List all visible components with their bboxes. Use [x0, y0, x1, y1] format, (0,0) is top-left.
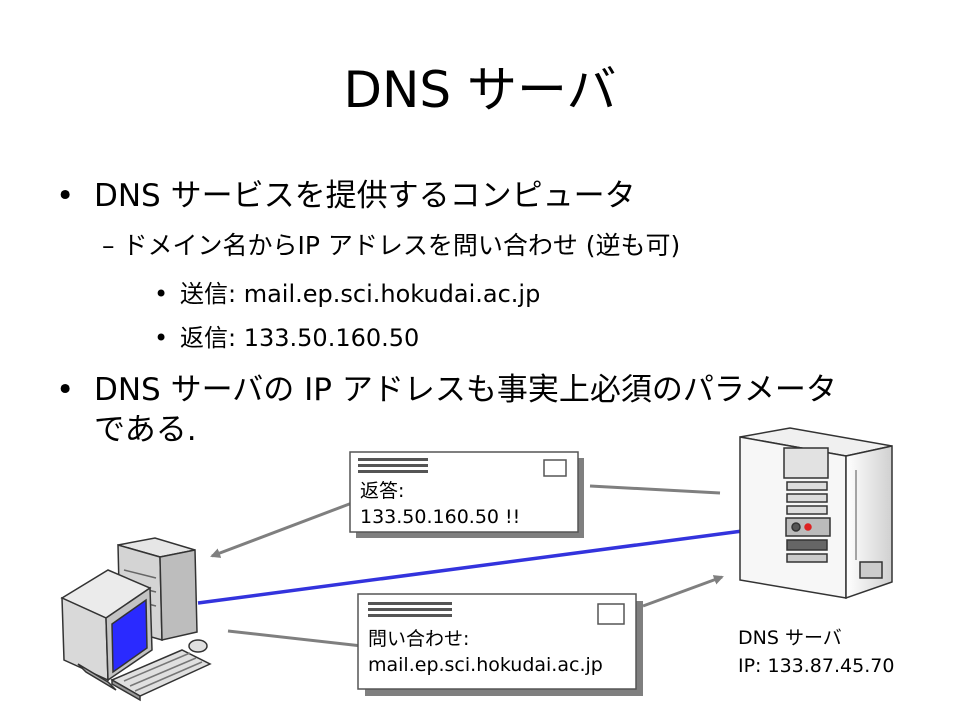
bullet-2-line2: である. [94, 412, 197, 448]
query-letter-label: 問い合わせ [368, 628, 464, 650]
send-value: : mail.ep.sci.hokudai.ac.jp [228, 280, 541, 308]
reply-label: 返信 [180, 324, 228, 352]
query-letter-value: mail.ep.sci.hokudai.ac.jp [368, 654, 603, 676]
sub-bullet: – ドメイン名からIP アドレスを問い合わせ (逆も可) [102, 230, 680, 262]
query-letter: 問い合わせ: mail.ep.sci.hokudai.ac.jp [368, 626, 603, 678]
bullet-mark: • [154, 280, 169, 308]
query-envelope-icon [357, 593, 643, 696]
bullet-2: • DNS サーバの IP アドレスも事実上必須のパラメータ である. [56, 370, 837, 450]
bullet-2-line1: DNS サーバの IP アドレスも事実上必須のパラメータ [94, 372, 837, 408]
dash-mark: – [102, 231, 115, 260]
query-letter-colon: : [463, 628, 470, 650]
bullet-1: • DNS サービスを提供するコンピュータ [56, 176, 636, 216]
slide-title: DNS サーバ [343, 61, 617, 119]
bullet-1-text: DNS サービスを提供するコンピュータ [94, 178, 636, 214]
bullet-mark: • [154, 324, 169, 352]
reply-letter-colon: : [398, 480, 405, 502]
reply-letter-label: 返答 [360, 480, 399, 502]
send-label: 送信 [180, 280, 228, 308]
reply-envelope-icon [349, 451, 584, 538]
query-arrow-head [642, 575, 724, 608]
reply-value: : 133.50.160.50 [228, 324, 420, 352]
reply-arrow [589, 484, 721, 495]
client-computer-icon [60, 537, 212, 702]
bullet-mark: • [56, 372, 75, 408]
server-caption: DNS サーバ IP: 133.87.45.70 [738, 624, 894, 680]
sub-bullet-text: ドメイン名からIP アドレスを問い合わせ (逆も可) [122, 231, 681, 260]
reply-letter: 返答: 133.50.160.50 !! [360, 478, 520, 530]
reply-arrow-head [210, 501, 353, 558]
bullet-mark: • [56, 178, 75, 214]
network-link [197, 528, 751, 605]
send-item: • 送信: mail.ep.sci.hokudai.ac.jp [154, 278, 541, 310]
server-tower-icon [739, 427, 893, 600]
query-arrow [227, 629, 363, 648]
reply-item: • 返信: 133.50.160.50 [154, 322, 420, 354]
server-ip: IP: 133.87.45.70 [738, 655, 895, 677]
server-name: DNS サーバ [738, 627, 842, 649]
reply-letter-value: 133.50.160.50 !! [360, 506, 521, 528]
